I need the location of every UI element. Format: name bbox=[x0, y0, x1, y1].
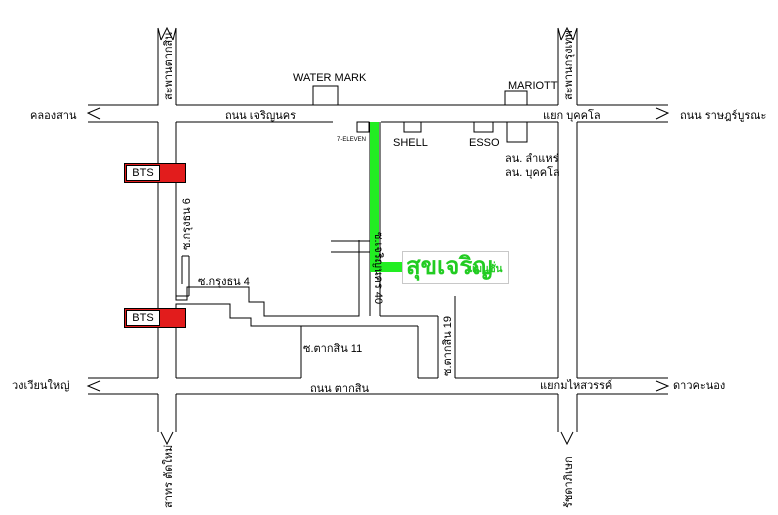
sathorn-tat-mai-label: สาทร ตัดใหม่ bbox=[163, 444, 175, 508]
rat-kaen-yai-label: รัชดาภิเษก bbox=[563, 456, 575, 508]
bts-station-lower: BTS bbox=[124, 308, 186, 328]
arrow-west-top bbox=[86, 107, 101, 120]
soi-krung-thon-4-lower-edge bbox=[175, 303, 301, 327]
shell-building bbox=[403, 121, 422, 133]
mariott-label: MARIOTT bbox=[508, 80, 558, 92]
sukcharoen-mansion-sign: สุขเจริญ แมนชั่น bbox=[402, 251, 509, 284]
wongwian-yai-label: วงเวียนใหญ่ bbox=[12, 380, 70, 392]
soi-tak-sin-11-label: ซ.ตากสิน 11 bbox=[303, 343, 363, 355]
ratchaburana-road-label: ถนน ราษฎร์บูรณะ bbox=[680, 110, 767, 122]
bts-upper-label: BTS bbox=[126, 165, 160, 181]
soi-krung-thon-6-label: ซ.กรุงธน 6 bbox=[181, 198, 193, 250]
soi-krung-thon-4-upper-edge bbox=[175, 240, 360, 317]
arrow-south-left bbox=[160, 431, 174, 446]
mahaisawan-junction-label: แยกมไหสวรรค์ bbox=[540, 380, 613, 392]
seven-eleven-building bbox=[356, 121, 370, 133]
bts-station-upper: BTS bbox=[124, 163, 186, 183]
water-mark-building bbox=[312, 85, 339, 106]
charoen-nakhon-road-top-edge bbox=[88, 28, 159, 106]
charoen-nakhon-road-label: ถนน เจริญนคร bbox=[225, 110, 297, 122]
seven-eleven-label: 7-ELEVEN bbox=[337, 137, 367, 143]
khlong-san-label: คลองสาน bbox=[30, 110, 77, 122]
bridge-krungthep-label: สะพานกรุงเทพ bbox=[563, 30, 575, 100]
arrow-north-left bbox=[160, 26, 174, 41]
dao-khanong-label: ดาวคะนอง bbox=[673, 380, 726, 392]
water-mark-label: WATER MARK bbox=[293, 72, 367, 84]
esso-building bbox=[473, 121, 494, 133]
arrow-west-bottom bbox=[86, 380, 101, 392]
lam-hae-building bbox=[506, 121, 528, 143]
soi-tak-sin-19-label: ซ.ตากสิน 19 bbox=[442, 315, 454, 376]
mariott-building bbox=[504, 90, 528, 106]
arrow-south-right bbox=[560, 431, 574, 446]
soi-charoen-nakhon-40-label: ซ.เจริญนคร 40 bbox=[372, 232, 384, 305]
soi-charoen-nakhon-40-highlight bbox=[370, 122, 379, 272]
brand-sub: แมนชั่น bbox=[469, 264, 503, 275]
arrow-north-right bbox=[560, 26, 574, 41]
bukkhalo-junction-label: แยก บุคคโล bbox=[543, 110, 601, 122]
esso-label: ESSO bbox=[469, 137, 500, 149]
bridge-taksin-label: สะพานตากสิน bbox=[163, 32, 175, 100]
soi-krung-thon-4-label: ซ.กรุงธน 4 bbox=[198, 276, 250, 288]
shell-label: SHELL bbox=[393, 137, 428, 149]
brand-name: สุขเจริญ bbox=[406, 253, 493, 280]
destination-highlight bbox=[379, 262, 402, 272]
bts-lower-label: BTS bbox=[126, 310, 160, 326]
lam-hae-label-2: ลน. บุคคโล bbox=[505, 167, 560, 179]
arrow-east-top bbox=[655, 107, 670, 120]
tak-sin-road-label: ถนน ตากสิน bbox=[310, 383, 369, 395]
lam-hae-label-1: ลน. ลำแหร่ bbox=[505, 153, 559, 165]
arrow-east-bottom bbox=[655, 380, 670, 392]
